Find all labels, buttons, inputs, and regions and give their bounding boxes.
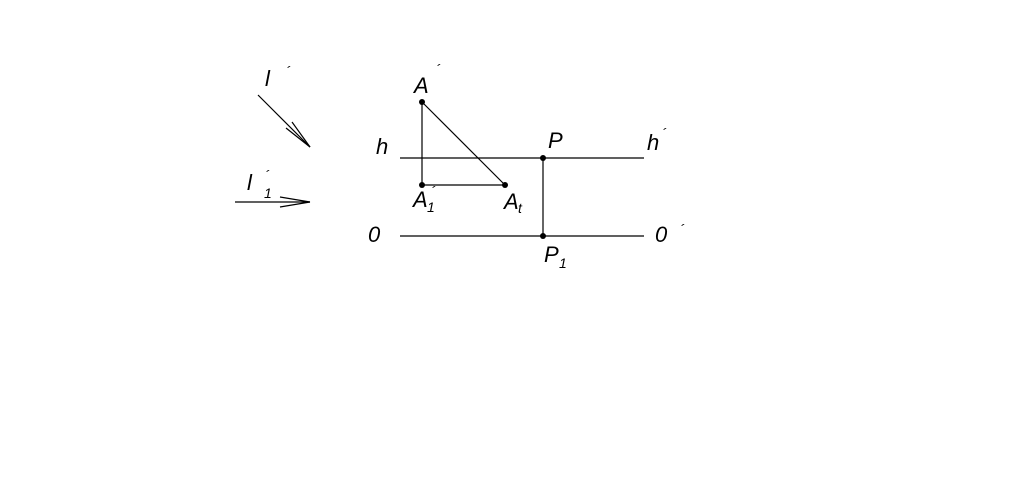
point-a1 <box>419 182 425 188</box>
segment-a-at <box>421 101 506 186</box>
label-a1: A <box>411 187 428 212</box>
label-l1-sub: 1 <box>264 185 272 201</box>
point-a <box>419 99 425 105</box>
label-l1-prime: ´ <box>265 167 270 183</box>
direction-arrow-l1 <box>235 196 311 208</box>
label-p: P <box>548 128 563 153</box>
label-l: l <box>265 66 271 91</box>
label-0-left: 0 <box>368 222 381 247</box>
point-at <box>502 182 508 188</box>
label-h: h <box>376 134 388 159</box>
label-h-right-prime: ´ <box>662 125 667 141</box>
point-p1 <box>540 233 546 239</box>
point-p <box>540 155 546 161</box>
label-p1-sub: 1 <box>559 255 567 271</box>
label-0-right-prime: ´ <box>680 221 685 237</box>
label-l1: l <box>247 170 253 195</box>
label-at-sub: t <box>518 200 523 216</box>
label-a1-sub: 1 <box>427 199 435 215</box>
label-a-prime: ´ <box>436 61 441 77</box>
label-l-prime: ´ <box>286 63 291 79</box>
label-h-right: h <box>647 130 659 155</box>
direction-arrow-l <box>257 94 311 148</box>
label-a1-prime: ´ <box>431 183 436 199</box>
label-0-right: 0 <box>655 222 668 247</box>
label-at: A <box>502 189 519 214</box>
label-p1: P <box>544 242 559 267</box>
label-a: A <box>412 73 429 98</box>
